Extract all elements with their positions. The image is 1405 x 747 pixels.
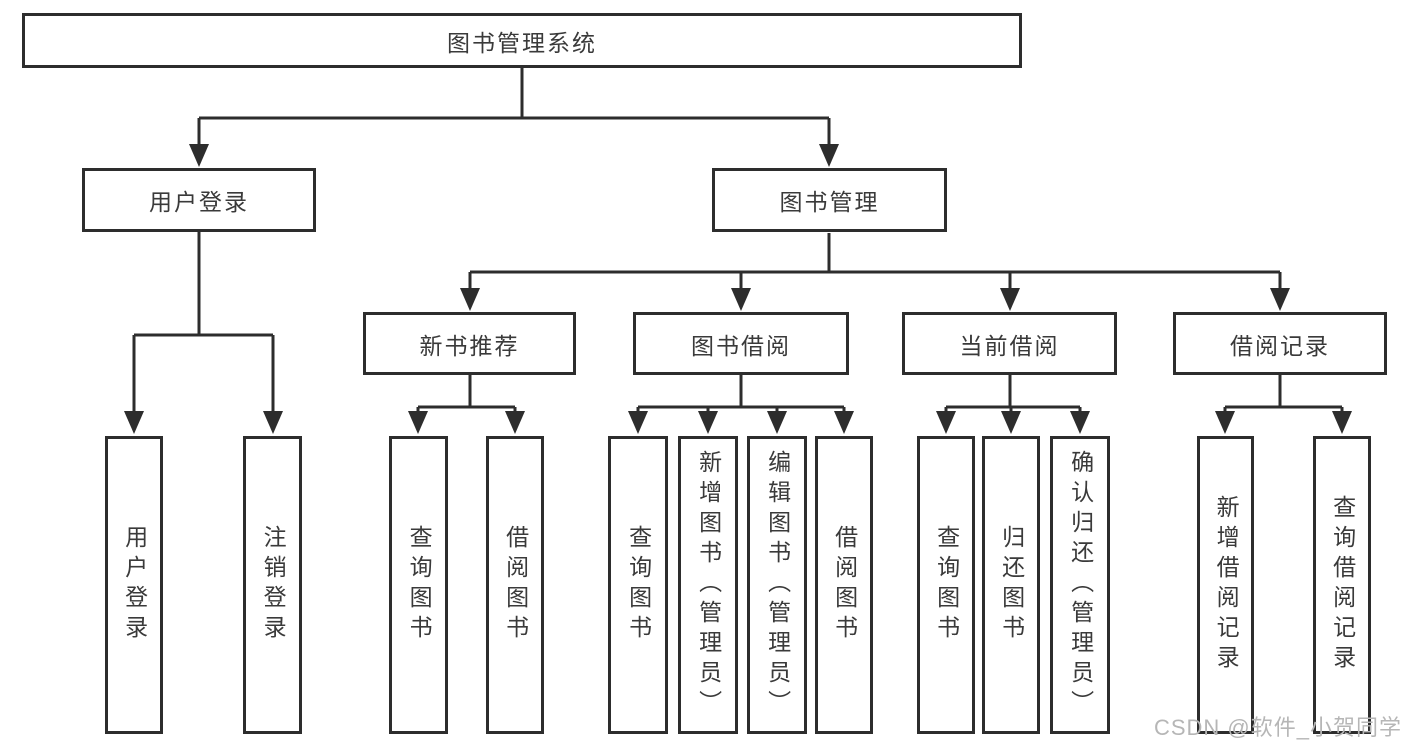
node-new-book-recommend: 新书推荐: [363, 312, 576, 375]
leaf-confirm-return-admin: 确认归还（管理员）: [1050, 436, 1110, 734]
leaf-label: 借阅图书: [831, 525, 858, 645]
leaf-label: 确认归还（管理员）: [1067, 450, 1094, 720]
leaf-return-books: 归还图书: [982, 436, 1040, 734]
leaf-query-books-recommend: 查询图书: [389, 436, 448, 734]
leaf-label: 注销登录: [260, 525, 287, 645]
leaf-label: 查询图书: [933, 525, 960, 645]
leaf-query-borrow-record: 查询借阅记录: [1313, 436, 1371, 734]
leaf-borrow-books-recommend: 借阅图书: [486, 436, 544, 734]
leaf-label: 借阅图书: [502, 525, 529, 645]
leaf-edit-book-admin: 编辑图书（管理员）: [747, 436, 807, 734]
leaf-label: 编辑图书（管理员）: [764, 450, 791, 720]
leaf-label: 查询借阅记录: [1329, 495, 1356, 675]
leaf-label: 用户登录: [121, 525, 148, 645]
node-library-management-system: 图书管理系统: [22, 13, 1022, 68]
node-user-login: 用户登录: [82, 168, 316, 232]
leaf-label: 查询图书: [406, 525, 433, 645]
leaf-logout: 注销登录: [243, 436, 302, 734]
leaf-label: 查询图书: [625, 525, 652, 645]
leaf-query-books-borrowing: 查询图书: [608, 436, 668, 734]
node-borrow-records: 借阅记录: [1173, 312, 1387, 375]
leaf-add-book-admin: 新增图书（管理员）: [678, 436, 738, 734]
leaf-label: 归还图书: [998, 525, 1025, 645]
leaf-label: 新增图书（管理员）: [695, 450, 722, 720]
node-current-borrowing: 当前借阅: [902, 312, 1117, 375]
leaf-add-borrow-record: 新增借阅记录: [1197, 436, 1254, 734]
leaf-label: 新增借阅记录: [1213, 495, 1240, 675]
node-book-borrowing: 图书借阅: [633, 312, 849, 375]
leaf-user-login: 用户登录: [105, 436, 163, 734]
leaf-borrow-books: 借阅图书: [815, 436, 873, 734]
leaf-query-books-current: 查询图书: [917, 436, 975, 734]
node-book-management: 图书管理: [712, 168, 947, 232]
